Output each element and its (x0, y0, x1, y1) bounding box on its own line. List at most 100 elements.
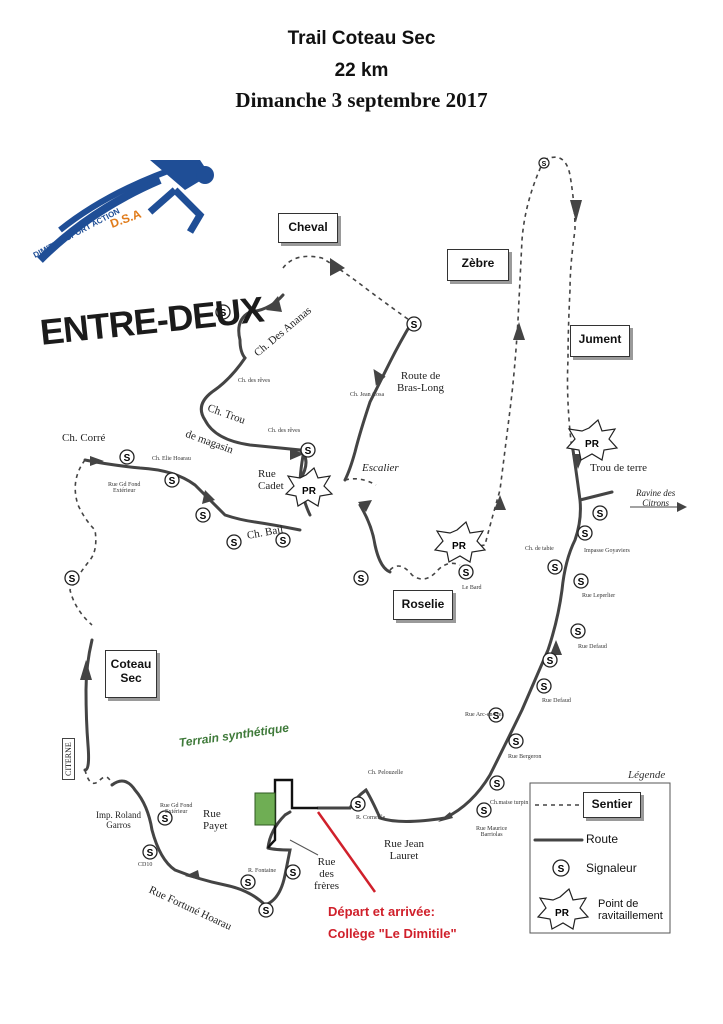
direction-arrows (80, 200, 584, 880)
signaleur-icon: S (489, 775, 505, 791)
arrow-icon (202, 490, 215, 504)
street-rue-payet: Rue Payet (203, 808, 228, 832)
svg-text:S: S (263, 906, 270, 917)
svg-text:S: S (162, 814, 169, 825)
arrow-icon (90, 456, 104, 466)
legend-signaleur-label: Signaleur (586, 861, 637, 875)
citerne-label: CITERNE (62, 738, 75, 780)
signaleur-icon: S (573, 573, 589, 589)
start-pointer (316, 811, 377, 893)
svg-text:S: S (290, 868, 297, 879)
svg-text:S: S (358, 574, 365, 585)
svg-text:S: S (481, 806, 488, 817)
street-ravine-citrons: Ravine des Citrons (636, 488, 676, 508)
start-path (267, 778, 318, 849)
svg-text:S: S (582, 529, 589, 540)
ravitaillement-star-icon: PR (284, 466, 334, 507)
svg-text:S: S (597, 509, 604, 520)
trail-cheval (282, 255, 413, 323)
dsa-logo: D.S.A DIMITILE SPORT ACTION (32, 160, 214, 263)
trail-citerne (84, 769, 113, 786)
start-finish-line1: Départ et arrivée: (328, 904, 435, 919)
arrow-icon (438, 812, 453, 822)
signaleur-icon: S (577, 525, 593, 541)
signaleur-icon: S (570, 623, 586, 639)
road-roland-garros (110, 779, 292, 907)
small-ch-pelouzelle: Ch. Pelouzelle (368, 770, 403, 776)
arrow-icon (330, 258, 345, 276)
svg-text:PR: PR (585, 439, 600, 450)
signaleur-icon: S (406, 316, 422, 332)
svg-text:S: S (411, 320, 418, 331)
signaleur-icon: S (240, 874, 256, 890)
svg-text:S: S (280, 536, 287, 547)
signaleur-icon: S (458, 564, 474, 580)
street-ch-corre: Ch. Corré (62, 432, 106, 444)
ravitaillement-star-icon: PR (433, 520, 487, 563)
small-cd10: CD10 (138, 862, 153, 868)
street-rue-cadet: Rue Cadet (258, 468, 284, 492)
road-jument-jean-lauret (316, 448, 582, 823)
svg-text:S: S (69, 574, 76, 585)
svg-text:S: S (542, 161, 547, 168)
trail-roselie (389, 562, 461, 580)
legend-signaleur-icon: S (552, 859, 570, 877)
signaleur-icon: S (488, 707, 504, 723)
signaleur-icon: S (476, 802, 492, 818)
svg-text:S: S (231, 538, 238, 549)
signaleur-icon: S (592, 505, 608, 521)
svg-text:S: S (494, 779, 501, 790)
street-rue-jean-lauret: Rue Jean Lauret (384, 838, 425, 862)
arrow-icon (266, 296, 282, 312)
road-bras-long (343, 320, 414, 482)
small-rue-defaud-1: Rue Defaud (578, 644, 607, 650)
legend-route-label: Route (586, 832, 619, 846)
legend-sentier-box: Sentier (583, 792, 641, 818)
road-coteau-sec (83, 638, 94, 772)
signaleur-icon: S (157, 810, 173, 826)
small-ch-de-tabie: Ch. de tabie (525, 546, 554, 552)
signaleur-icon: S (195, 507, 211, 523)
arrow-icon (185, 870, 200, 880)
signaleur-icon: S (226, 534, 242, 550)
signaleur-icon: S (536, 678, 552, 694)
sector-zebre: Zèbre (447, 249, 509, 281)
svg-text:S: S (513, 737, 520, 748)
road-escalier-roselie (358, 503, 392, 574)
start-finish-line2: Collège "Le Dimitile" (328, 926, 457, 941)
small-ch-aimee-turpin: Ch.maise turpin (490, 800, 529, 806)
signaleur-icon: S (142, 844, 158, 860)
signaleur-icon: S (119, 449, 135, 465)
svg-text:S: S (169, 476, 176, 487)
arrow-icon (358, 500, 372, 512)
trail-escalier (344, 478, 377, 486)
arrow-icon (373, 368, 386, 386)
signaleur-icon: S (542, 652, 558, 668)
svg-text:S: S (547, 656, 554, 667)
legend-ravitaillement-icon: PR (536, 887, 590, 930)
signaleurs: S S S S S S S S S S S S S S S S S S S S … (64, 157, 608, 918)
svg-text:S: S (541, 682, 548, 693)
small-ch-elie-hoarau: Ch. Elie Hoarau (152, 456, 191, 462)
svg-text:S: S (355, 800, 362, 811)
signaleur-icon: S (275, 532, 291, 548)
small-r-fontaine: R. Fontaine (248, 868, 276, 874)
svg-text:S: S (578, 577, 585, 588)
trail-jument (543, 156, 576, 451)
title-distance: 22 km (334, 60, 389, 81)
signaleur-icon: S (64, 570, 80, 586)
ravitaillement-star-icon: PR (565, 418, 619, 461)
svg-text:S: S (220, 308, 227, 319)
sector-coteau-sec: Coteau Sec (105, 650, 157, 698)
small-r-corneille: R. Corneille (356, 815, 386, 821)
legend-ravitaillement-label: Point de ravitaillement (598, 898, 663, 922)
svg-text:S: S (558, 864, 565, 875)
arrow-icon (513, 322, 525, 340)
signaleur-icon: S (350, 796, 366, 812)
sector-jument: Jument (570, 325, 630, 357)
svg-text:S: S (124, 453, 131, 464)
svg-text:S: S (575, 627, 582, 638)
sector-roselie: Roselie (393, 590, 453, 620)
small-rue-gd-fond-ext-2: Rue Gd Fond Extérieur (160, 803, 193, 815)
